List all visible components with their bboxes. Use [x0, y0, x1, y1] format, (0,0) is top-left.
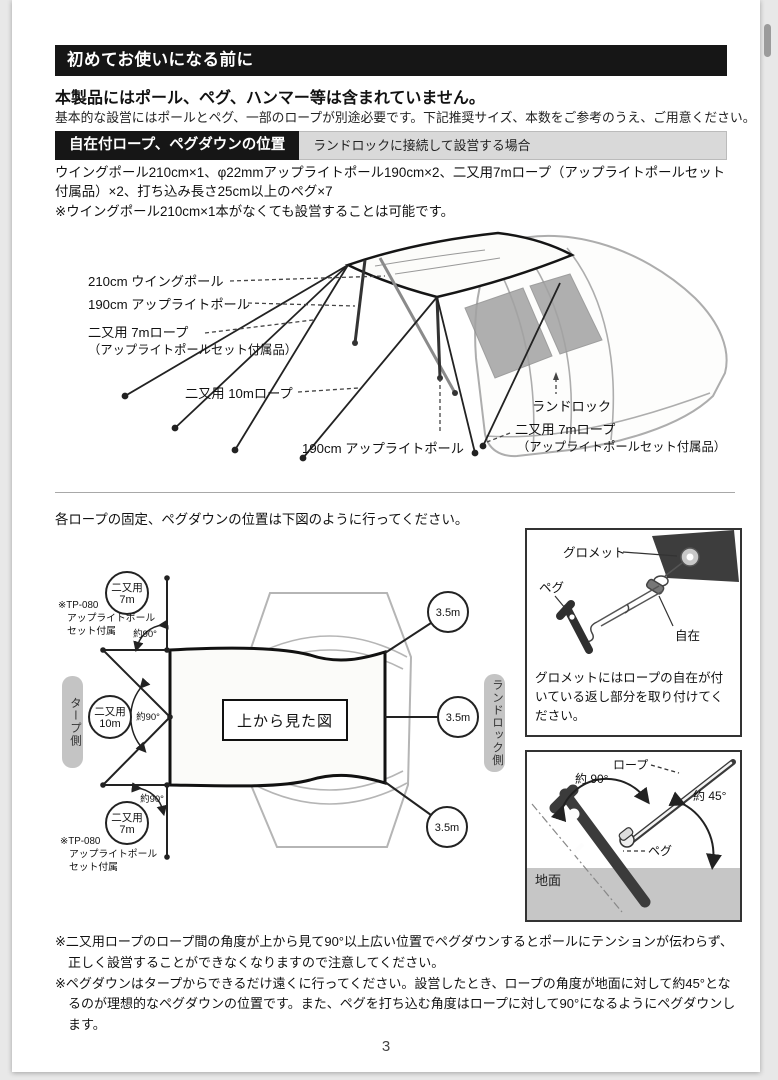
tp080-note-top: ※TP-080 アップライトポール セット付属 [58, 600, 155, 639]
angle-90-label: 約 90° [575, 771, 609, 786]
tp080-top-l2: アップライトポール [67, 612, 156, 624]
right-rope-lines [384, 622, 438, 816]
page-number: 3 [381, 1038, 391, 1055]
label-rope7-left-2: （アップライトポールセット付属品） [88, 343, 298, 357]
label-landlock: ランドロック [532, 399, 612, 414]
dash-dot-line [531, 803, 623, 913]
note-1: ※二又用ロープのロープ間の角度が上から見て90°以上広い位置でペグダウンするとポ… [55, 934, 733, 970]
landlock-pointer-arrow [553, 372, 559, 380]
required-parts-text: ウイングポール210cm×1、φ22mmアップライトポール190cm×2、二又用… [55, 163, 735, 221]
section-header-first-use: 初めてお使いになる前に [55, 45, 727, 76]
warning-detail-text: 基本的な設営にはポールとペグ、一部のロープが別途必要です。下記推奨サイズ、本数を… [55, 110, 756, 125]
tp080-bot-l1: ※TP-080 [60, 836, 101, 847]
topview-caption: 各ロープの固定、ペグダウンの位置は下図のように行ってください。 [55, 512, 469, 527]
circle-7m-top-l2: 7m [119, 594, 134, 606]
landlock-side-pill: ランドロック側 [484, 674, 505, 772]
tarp-side-pill: タープ側 [62, 676, 83, 768]
tp080-bot-l3: セット付属 [69, 861, 118, 873]
dist-35-top: 3.5m [436, 607, 460, 619]
peg-angle-box: ロープ 約 90° 約 45° ペグ 地面 [525, 750, 742, 922]
angle-90-top: 約90° [133, 628, 157, 640]
circle-10m-l1: 二又用 [94, 706, 126, 718]
warning-bold-text: 本製品にはポール、ペグ、ハンマー等は含まれていません。 [55, 90, 485, 107]
rope-length-circles: 二又用 7m 二又用 10m 二又用 7m [88, 571, 149, 845]
section-header-rope-position: 自在付ロープ、ペグダウンの位置 ランドロックに接続して設営する場合 [55, 131, 727, 160]
tp080-top-l1: ※TP-080 [58, 600, 99, 611]
ground-label: 地面 [535, 873, 561, 888]
topview-title-box: 上から見た図 [222, 699, 348, 741]
circle-10m-l2: 10m [99, 718, 120, 730]
label-rope7-right-1: 二又用 7mロープ [515, 422, 616, 437]
grommet-label-lines [554, 551, 678, 627]
scrollbar-thumb[interactable] [764, 24, 771, 57]
grommet-caption: グロメットにはロープの自在が付いている返し部分を取り付けてください。 [535, 671, 724, 723]
label-rope7-left-1: 二又用 7mロープ [88, 325, 189, 340]
label-wing-pole: 210cm ウイングポール [88, 274, 224, 289]
label-leader-lines [204, 275, 557, 443]
section-header-title: 自在付ロープ、ペグダウンの位置 [55, 131, 300, 160]
strap [652, 530, 739, 582]
peg-angle-illustration: ロープ 約 90° 約 45° ペグ 地面 [527, 758, 740, 920]
tent-mesh-panels [464, 273, 603, 379]
label-upright-pole-bottom: 190cm アップライトポール [302, 441, 464, 456]
angle-45-label: 約 45° [693, 788, 727, 803]
required-parts-spec: ウイングポール210cm×1、φ22mmアップライトポール190cm×2、二又用… [55, 165, 726, 200]
circle-7m-bottom-l1: 二又用 [111, 812, 143, 824]
dist-35-bottom: 3.5m [435, 822, 459, 834]
circle-7m-top-l1: 二又用 [111, 582, 143, 594]
grommet-illustration: グロメット ペグ 自在 [539, 530, 739, 654]
manual-page: 初めてお使いになる前に 本製品にはポール、ペグ、ハンマー等は含まれていません。 … [12, 0, 760, 1072]
section-divider [55, 492, 735, 493]
label-rope10: 二又用 10mロープ [185, 386, 293, 401]
bottom-notes: ※二又用ロープのロープ間の角度が上から見て90°以上広い位置でペグダウンするとポ… [55, 932, 737, 1036]
angle-arcs-2 [550, 777, 722, 870]
label-rope7-right-2: （アップライトポールセット付属品） [517, 440, 727, 454]
note-2: ※ペグダウンはタープからできるだけ遠くに行ってください。設営したとき、ロープの角… [55, 975, 736, 1033]
rope-large [618, 759, 736, 848]
rope-and-jizai [586, 562, 683, 643]
required-parts-note: ※ウイングポール210cm×1本がなくても設営することは可能です。 [55, 203, 455, 219]
poles [352, 257, 458, 396]
tarp-canopy [344, 231, 575, 299]
peg-small [556, 600, 593, 654]
angle-90-mid: 約90° [136, 711, 160, 723]
grommet-box: グロメット ペグ 自在 グロメットにはロープの自在が付いている返し部分を取り付け… [525, 528, 742, 737]
peg-label: ペグ [648, 844, 672, 858]
tp080-top-l3: セット付属 [67, 625, 116, 637]
guy-ropes [121, 264, 561, 462]
circle-7m-bottom-l2: 7m [119, 824, 134, 836]
tp080-bot-l2: アップライトポール [69, 848, 158, 860]
dist-35-mid: 3.5m [446, 712, 470, 724]
peg-label-small: ペグ [539, 581, 564, 595]
grommet-label: グロメット [563, 546, 626, 560]
rope-pointer [650, 764, 680, 774]
angle-90-bottom: 約90° [140, 793, 164, 805]
tp080-note-bottom: ※TP-080 アップライトポール セット付属 [60, 836, 157, 875]
label-upright-pole: 190cm アップライトポール [88, 297, 250, 312]
distance-circles: 3.5m 3.5m 3.5m [426, 591, 479, 848]
section-header-subtitle: ランドロックに接続して設営する場合 [299, 131, 727, 160]
jizai-label: 自在 [675, 629, 700, 643]
rope-label: ロープ [613, 758, 648, 772]
tent-setup-diagram [121, 231, 728, 462]
